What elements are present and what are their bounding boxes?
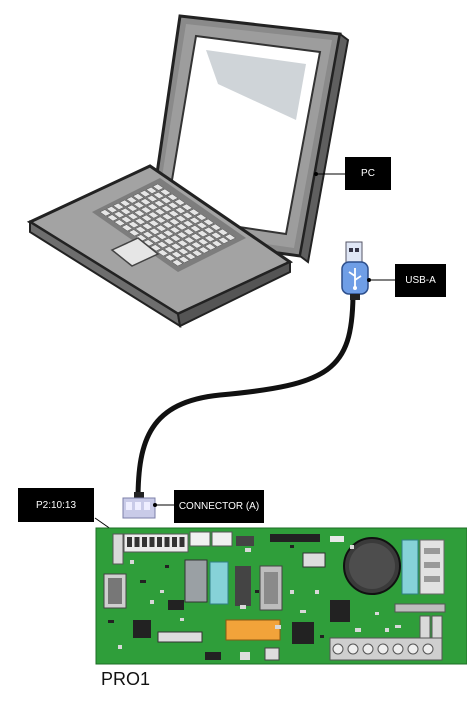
usb-plug-icon: [341, 241, 369, 300]
connector-leader-dot: [153, 503, 157, 507]
usb-leader-dot: [367, 278, 371, 282]
board-label: PRO1: [101, 669, 151, 689]
pc-label: PC: [345, 157, 391, 190]
laptop-icon: [26, 14, 350, 329]
connector-a-label: CONNECTOR (A): [174, 490, 264, 523]
connector-icon: [122, 492, 156, 519]
usb-a-label: USB-A: [395, 264, 446, 297]
circuit-board-icon: [95, 527, 467, 665]
pc-leader-dot: [314, 172, 318, 176]
cable-icon: [135, 295, 356, 501]
header-pin-label: P2:10:13: [18, 488, 94, 522]
